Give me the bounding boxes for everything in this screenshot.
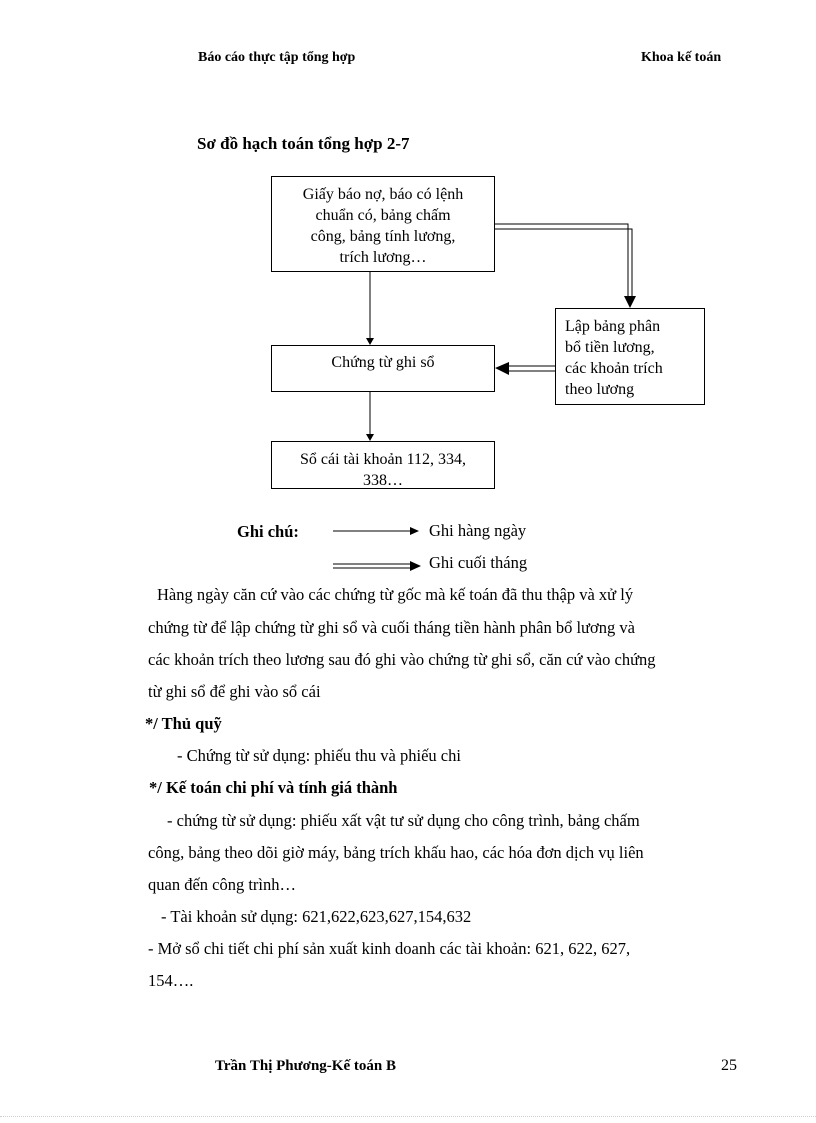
footer-author: Trần Thị Phương-Kế toán B	[215, 1058, 396, 1074]
paragraph-line-1: Hàng ngày căn cứ vào các chứng từ gốc mà…	[157, 585, 634, 604]
ledger-line-1: Sổ cái tài khoản 112, 334,	[299, 451, 467, 468]
header-left: Báo cáo thực tập tổng hợp	[198, 50, 356, 65]
source-line-2: chuẩn có, bảng chấm	[315, 207, 451, 224]
cost-line-5: - Mở sổ chi tiết chi phí sản xuất kinh d…	[148, 939, 631, 958]
cost-heading: */ Kế toán chi phí và tính giá thành	[149, 778, 398, 797]
paragraph-line-2: chứng từ để lập chứng từ ghi sổ và cuối …	[148, 618, 635, 637]
cost-line-6: 154….	[148, 971, 194, 990]
ledger-line-2: 338…	[363, 472, 403, 489]
cashier-line: - Chứng từ sử dụng: phiếu thu và phiếu c…	[177, 746, 461, 765]
source-line-3: công, bảng tính lương,	[310, 228, 456, 245]
legend-daily: Ghi hàng ngày	[429, 521, 527, 540]
source-line-1: Giấy báo nợ, báo có lệnh	[302, 186, 464, 203]
page-number: 25	[721, 1057, 737, 1074]
source-documents-box: Giấy báo nợ, báo có lệnh chuẩn có, bảng …	[271, 176, 495, 272]
voucher-label: Chứng từ ghi sổ	[331, 354, 435, 371]
legend-label: Ghi chú:	[237, 522, 299, 541]
source-line-4: trích lương…	[339, 249, 427, 266]
cost-line-4: - Tài khoản sử dụng: 621,622,623,627,154…	[161, 907, 472, 926]
allocation-box: Lập bảng phân bổ tiền lương, các khoản t…	[555, 308, 705, 405]
allocation-line-2: bổ tiền lương,	[565, 339, 655, 356]
header-right: Khoa kế toán	[641, 50, 722, 65]
diagram-title: Sơ đồ hạch toán tổng hợp 2-7	[197, 134, 410, 153]
legend-monthly: Ghi cuối tháng	[429, 553, 528, 572]
voucher-box: Chứng từ ghi sổ	[271, 345, 495, 392]
cost-line-1: - chứng từ sử dụng: phiếu xất vật tư sử …	[167, 811, 640, 830]
cost-line-3: quan đến công trình…	[148, 875, 297, 894]
paragraph-line-4: từ ghi sổ để ghi vào sổ cái	[148, 682, 321, 701]
allocation-line-1: Lập bảng phân	[565, 318, 661, 335]
allocation-line-3: các khoản trích	[565, 360, 663, 377]
cost-line-2: công, bảng theo dõi giờ máy, bảng trích …	[148, 843, 644, 862]
cashier-heading: */ Thủ quỹ	[145, 714, 222, 733]
allocation-line-4: theo lương	[565, 381, 635, 398]
paragraph-line-3: các khoản trích theo lương sau đó ghi và…	[148, 650, 656, 669]
ledger-box: Sổ cái tài khoản 112, 334, 338…	[271, 441, 495, 489]
page-divider	[0, 1116, 816, 1117]
